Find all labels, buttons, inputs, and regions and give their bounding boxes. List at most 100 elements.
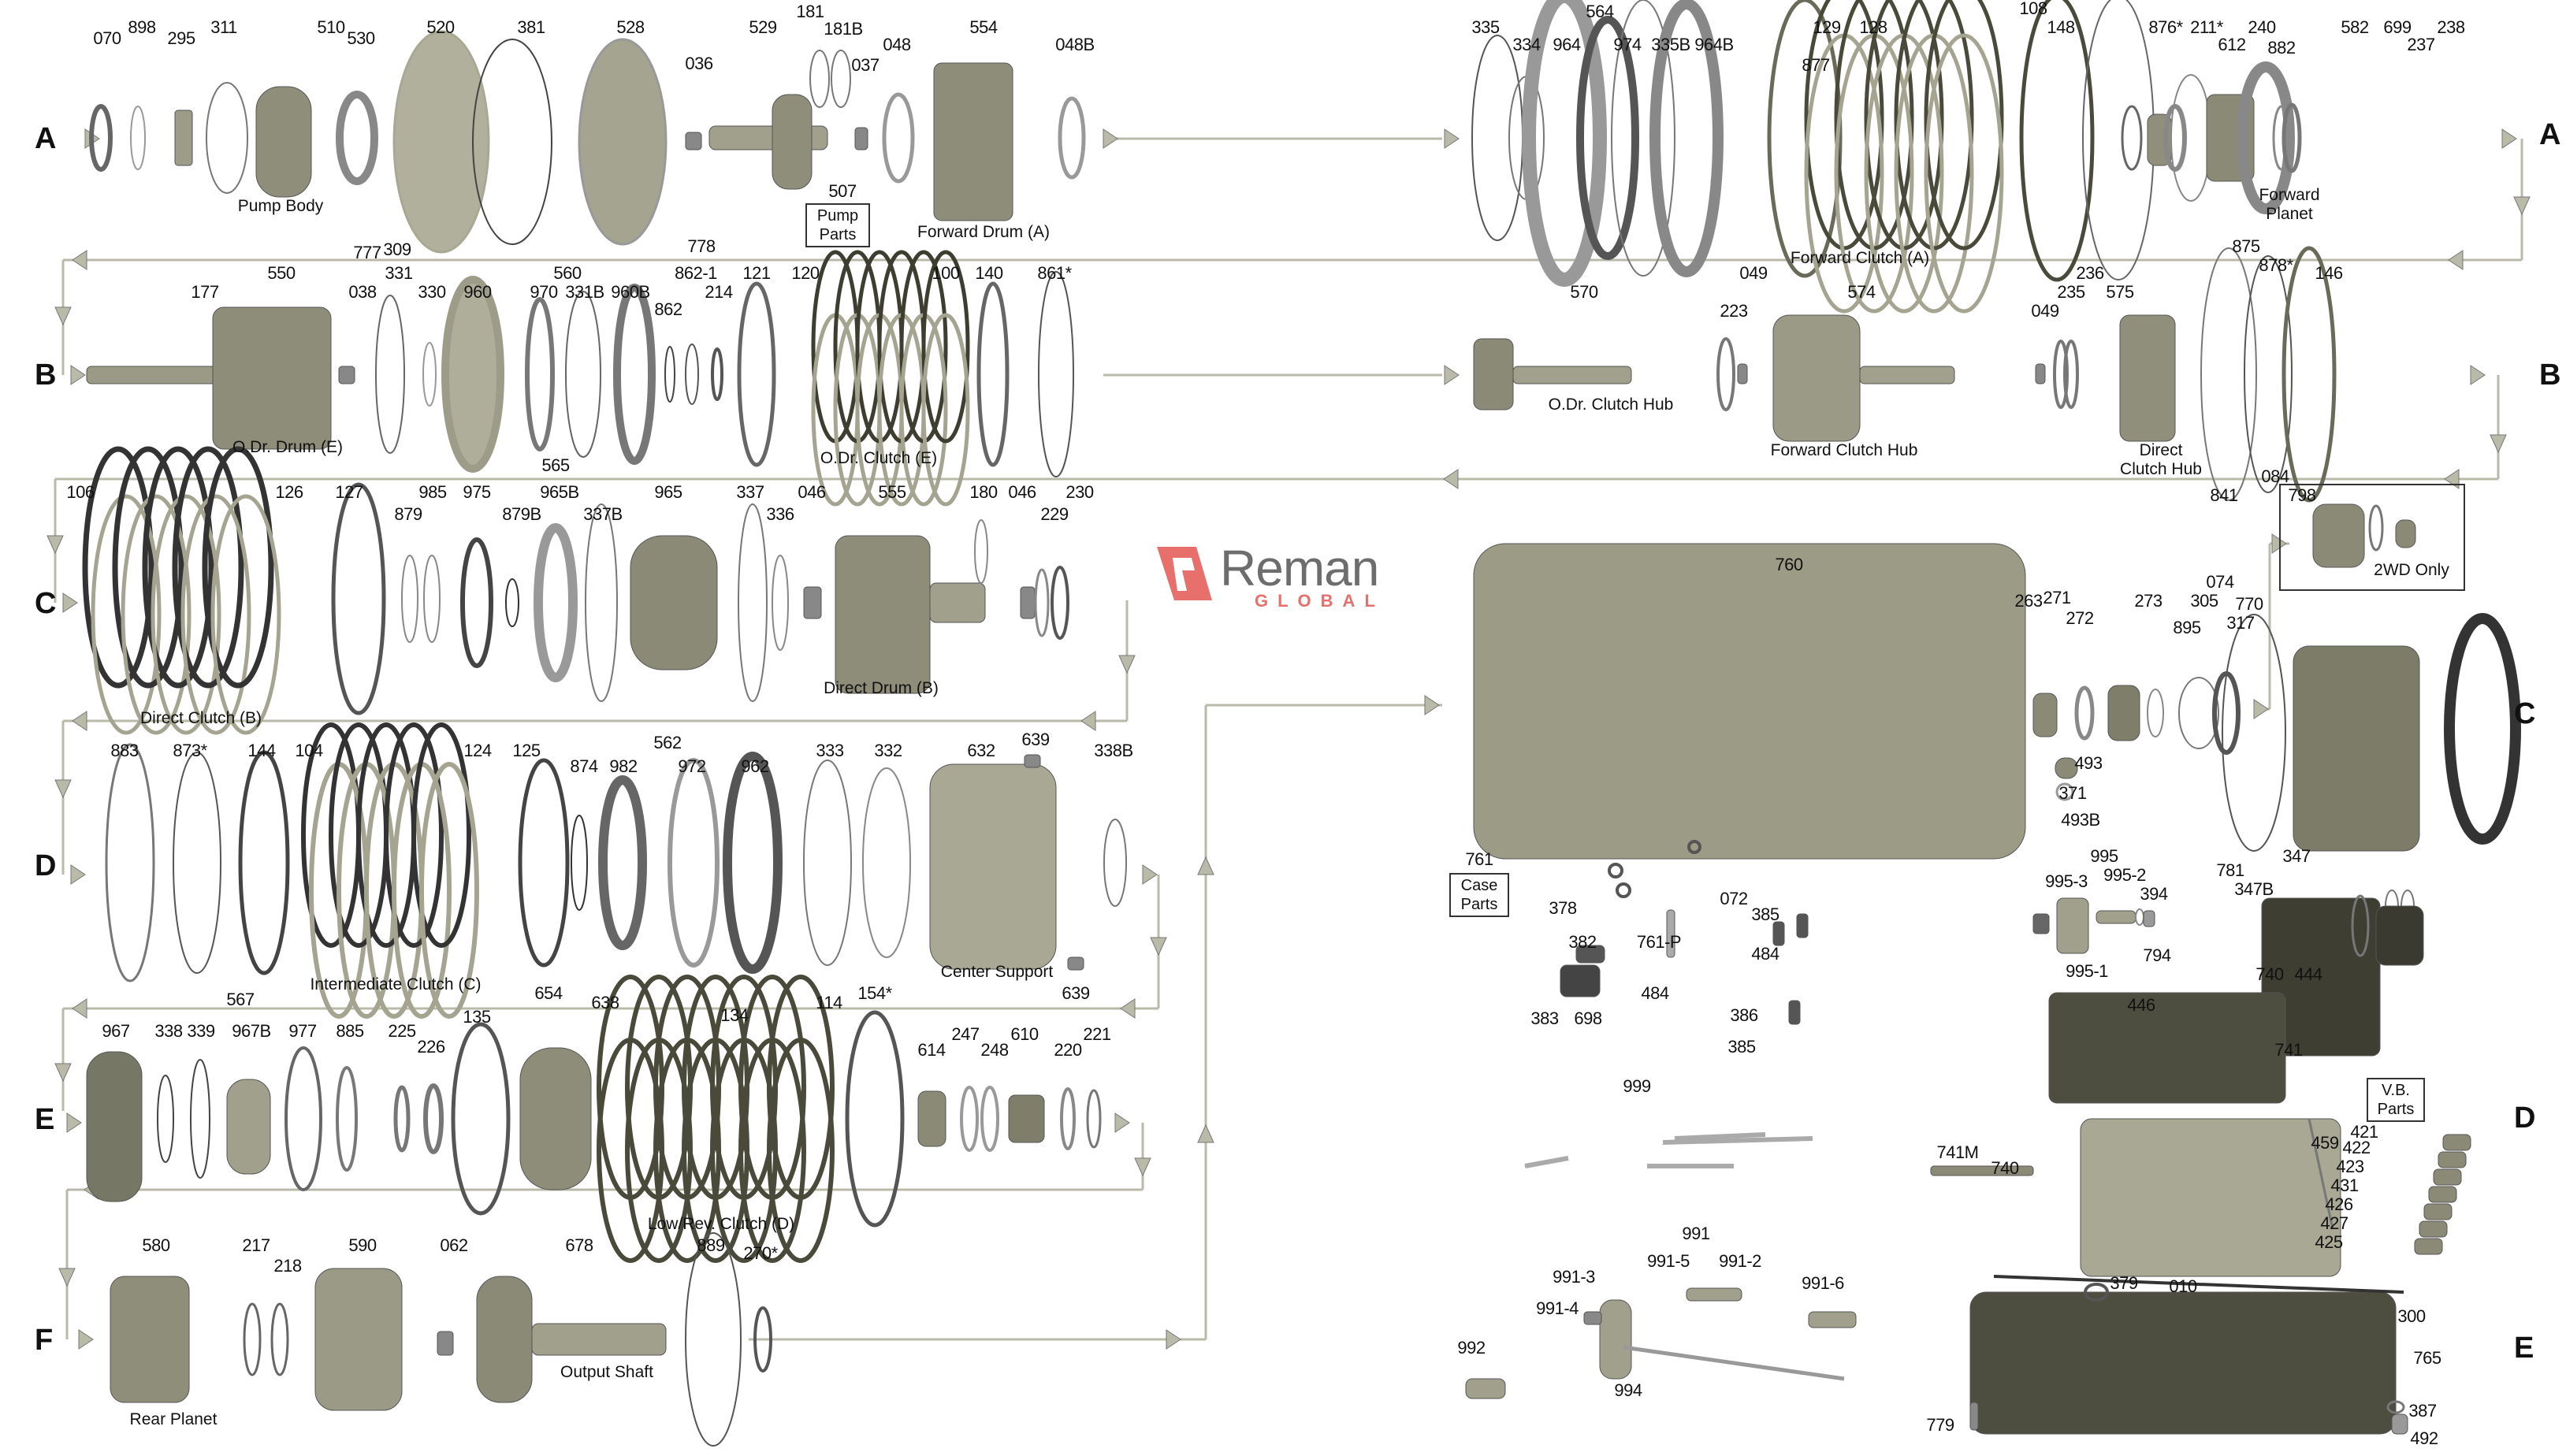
- part-shape: [2414, 1238, 2443, 1255]
- part-number-label: 106: [66, 482, 95, 502]
- part-shape: [2163, 104, 2187, 172]
- part-number-label: 425: [2315, 1232, 2343, 1252]
- part-shape: [314, 1268, 403, 1411]
- part-number-label: 048B: [1055, 35, 1095, 54]
- part-number-label: 564: [1586, 2, 1614, 21]
- part-shape: [1969, 1291, 2397, 1435]
- part-number-label: 371: [2058, 783, 2087, 803]
- part-number-label: 960: [463, 282, 492, 302]
- part-shape: [571, 815, 588, 911]
- part-shape: [2032, 913, 2050, 934]
- part-number-label: 861*: [1037, 263, 1072, 283]
- part-number-label: 529: [749, 17, 777, 37]
- flow-arrow-icon: [1166, 1329, 1181, 1350]
- part-number-label: 140: [975, 263, 1003, 283]
- part-number-label: 347B: [2234, 879, 2274, 899]
- part-shape: [392, 30, 490, 254]
- part-shape: [565, 291, 601, 458]
- part-number-label: 580: [142, 1235, 170, 1255]
- part-number-label: 638: [591, 993, 619, 1012]
- part-shape: [82, 446, 154, 689]
- part-shape: [613, 284, 656, 465]
- part-number-label: 798: [2288, 485, 2316, 505]
- part-number-label: 530: [347, 28, 375, 48]
- part-number-label: 338B: [1094, 741, 1133, 760]
- part-shape: [803, 760, 852, 966]
- caption-output-shaft: Output Shaft: [560, 1363, 653, 1381]
- part-shape: [753, 1306, 772, 1372]
- part-number-label: 781: [2216, 860, 2244, 880]
- flow-arrow-icon: [2513, 196, 2531, 216]
- part-number-label: 760: [1775, 555, 1803, 574]
- part-number-label: 777: [353, 243, 381, 262]
- part-shape: [2261, 897, 2381, 1057]
- part-number-label: 570: [1570, 282, 1598, 302]
- caption-odr-drum: O.Dr. Drum (E): [232, 438, 343, 456]
- part-shape: [531, 1323, 667, 1356]
- part-number-label: 072: [1720, 889, 1748, 908]
- part-number-label: 317: [2226, 613, 2255, 633]
- part-number-label: 492: [2410, 1428, 2438, 1448]
- part-number-label: 610: [1010, 1024, 1039, 1044]
- part-shape: [206, 82, 248, 194]
- part-number-label: 334: [1512, 35, 1541, 54]
- part-shape: [401, 555, 418, 643]
- part-shape: [1008, 1094, 1045, 1143]
- part-shape: [845, 1010, 905, 1228]
- part-number-label: 120: [791, 263, 820, 283]
- part-shape: [190, 1059, 210, 1179]
- part-number-label: 654: [534, 983, 563, 1003]
- part-number-label: 337B: [583, 504, 623, 524]
- part-shape: [668, 758, 720, 968]
- part-shape: [2272, 105, 2291, 171]
- part-number-label: 383: [1530, 1008, 1559, 1028]
- part-number-label: 510: [317, 17, 345, 37]
- part-shape: [1924, 33, 2004, 314]
- flow-arrow-icon: [72, 250, 87, 270]
- part-number-label: 235: [2057, 282, 2085, 302]
- part-number-label: 226: [417, 1037, 445, 1057]
- part-shape: [2035, 363, 2046, 384]
- part-number-label: 885: [336, 1021, 364, 1041]
- caption-forward-clutch: Forward Clutch (A): [1790, 249, 1930, 267]
- caption-center-support: Center Support: [940, 963, 1054, 981]
- part-shape: [210, 494, 281, 735]
- part-shape: [89, 104, 113, 172]
- part-shape: [2032, 693, 2058, 737]
- part-shape: [112, 446, 184, 689]
- part-number-label: 423: [2336, 1157, 2364, 1176]
- part-number-label: 421: [2350, 1122, 2378, 1142]
- part-number-label: 422: [2342, 1138, 2371, 1157]
- flow-arrow-icon: [78, 1329, 94, 1350]
- part-shape: [921, 313, 970, 507]
- part-shape: [172, 446, 244, 689]
- part-shape: [142, 446, 214, 689]
- flow-arrow-icon: [1134, 1157, 1151, 1177]
- part-number-label: 741: [2274, 1040, 2303, 1060]
- part-shape: [625, 975, 693, 1200]
- part-shape: [1608, 863, 1623, 878]
- part-number-label: 108: [2019, 0, 2047, 18]
- flow-arrow-icon: [58, 1268, 76, 1287]
- part-shape: [1020, 586, 1036, 619]
- part-shape: [2019, 0, 2095, 282]
- part-number-label: 484: [1641, 983, 1669, 1003]
- part-shape: [2375, 905, 2424, 966]
- part-shape: [338, 366, 355, 384]
- callout-box-vb-parts: V.B. Parts: [2367, 1078, 2425, 1122]
- part-shape: [2048, 992, 2286, 1104]
- part-shape: [929, 763, 1057, 970]
- part-shape: [738, 503, 768, 702]
- part-shape: [854, 127, 868, 150]
- part-shape: [151, 494, 221, 735]
- flow-arrow-icon: [1424, 695, 1440, 715]
- part-number-label: 331: [385, 263, 413, 283]
- part-number-label: 144: [247, 741, 276, 760]
- part-shape: [180, 494, 251, 735]
- part-number-label: 134: [720, 1005, 749, 1025]
- part-number-label: 385: [1751, 904, 1779, 924]
- part-shape: [1969, 1402, 1979, 1431]
- part-number-label: 883: [110, 741, 139, 760]
- part-shape: [2170, 74, 2211, 202]
- part-shape: [2222, 614, 2286, 852]
